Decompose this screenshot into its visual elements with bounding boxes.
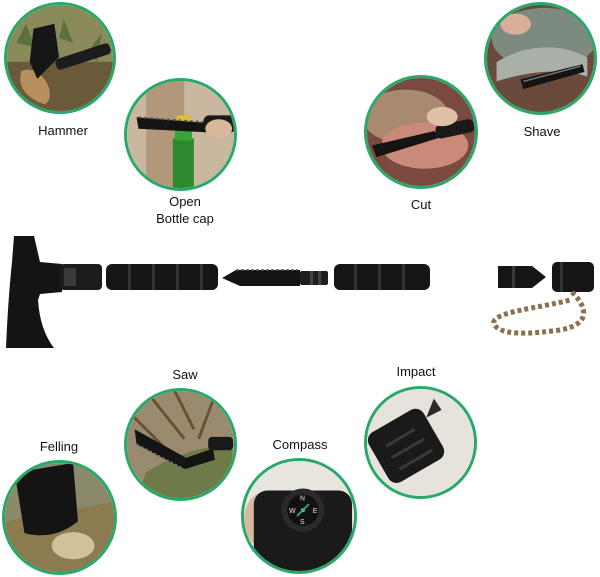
impact-photo: [364, 386, 477, 499]
svg-text:E: E: [313, 508, 318, 515]
open-label: Open Bottle cap: [150, 193, 220, 227]
open-label-line2: Bottle cap: [156, 211, 214, 226]
cut-photo: [364, 75, 478, 189]
shave-label: Shave: [523, 124, 561, 139]
impact-label: Impact: [396, 364, 436, 379]
disassembled-axe-parts: [6, 236, 594, 348]
hammer-label: Hammer: [38, 123, 88, 138]
hammer-photo: [4, 2, 116, 114]
handle-segment-1: [106, 264, 218, 290]
felling-photo: [2, 460, 117, 575]
svg-text:N: N: [300, 495, 305, 502]
compass-photo: N S W E: [241, 458, 357, 574]
saw-knife-blade: [222, 270, 300, 286]
shave-photo: [484, 2, 597, 115]
bottle-opener-photo: [124, 78, 237, 191]
open-label-line1: Open: [169, 194, 201, 209]
svg-text:S: S: [300, 519, 305, 526]
end-cap: [552, 262, 594, 292]
paracord-lanyard: [491, 290, 587, 336]
svg-text:W: W: [289, 508, 296, 515]
compass-label: Compass: [272, 437, 328, 452]
saw-photo: [124, 388, 237, 501]
knife-tang: [300, 271, 328, 285]
saw-label: Saw: [172, 367, 198, 382]
handle-segment-2: [334, 264, 430, 290]
axe-head: [6, 236, 62, 348]
felling-label: Felling: [39, 439, 79, 454]
glass-breaker-tip: [498, 266, 546, 288]
cut-label: Cut: [410, 197, 432, 212]
